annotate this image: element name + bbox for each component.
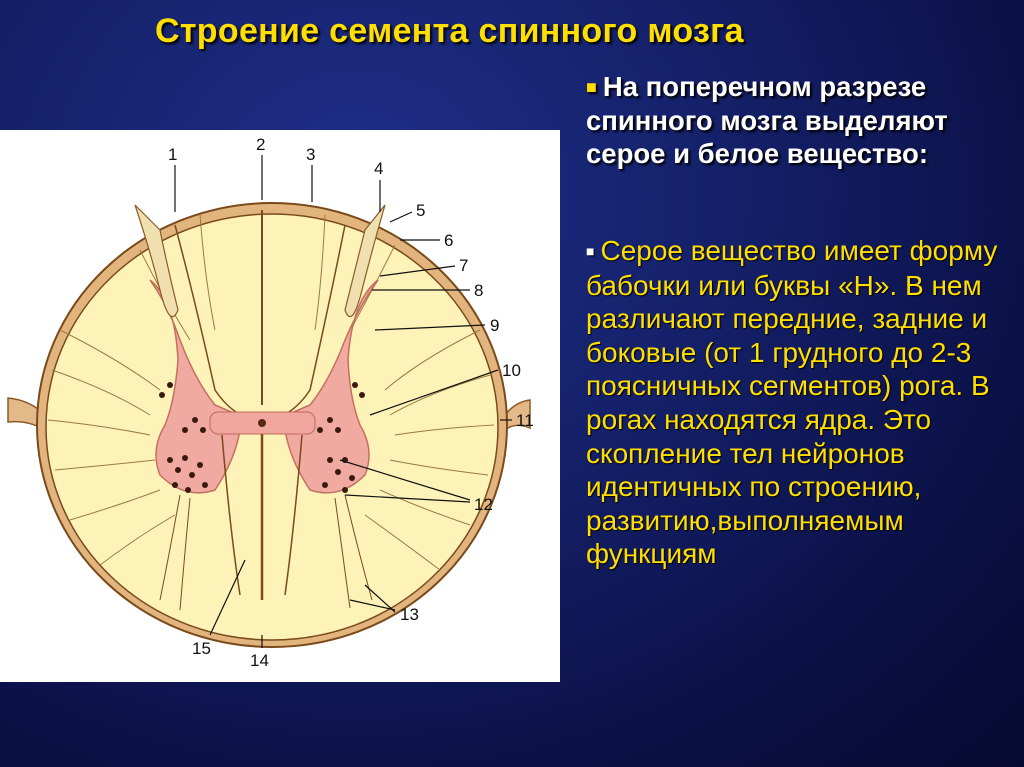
central-canal xyxy=(258,419,266,427)
right-dorsal-root xyxy=(344,204,386,318)
label-4: 4 xyxy=(374,159,383,178)
label-15: 15 xyxy=(192,639,211,658)
label-2: 2 xyxy=(256,135,265,154)
label-8: 8 xyxy=(474,281,483,300)
bullet-icon: ■ xyxy=(586,77,597,97)
sub-bullet-icon: ■ xyxy=(586,243,595,259)
label-13: 13 xyxy=(400,605,419,624)
lead-paragraph: ■На поперечном разрезе спинного мозга вы… xyxy=(586,70,1006,170)
label-7: 7 xyxy=(459,256,468,275)
leader-lines xyxy=(174,155,512,648)
right-ligament xyxy=(504,399,531,432)
spinal-cord-diagram: 1 2 3 4 5 6 7 8 9 10 11 12 13 14 15 xyxy=(0,130,560,682)
label-9: 9 xyxy=(490,316,499,335)
label-11: 11 xyxy=(516,411,534,430)
label-6: 6 xyxy=(444,231,453,250)
label-3: 3 xyxy=(306,145,315,164)
body-text: Серое вещество имеет форму бабочки или б… xyxy=(586,235,998,570)
left-dorsal-root xyxy=(134,204,179,318)
slide-title: Строение семента спинного мозга xyxy=(155,12,744,50)
label-12: 12 xyxy=(474,495,493,514)
label-5: 5 xyxy=(416,201,425,220)
nuclei-dots xyxy=(159,382,365,493)
body-paragraph: ■Серое вещество имеет форму бабочки или … xyxy=(586,234,1011,571)
spinal-cord-cross-section-illustration: 1 2 3 4 5 6 7 8 9 10 11 12 13 14 15 xyxy=(7,135,534,670)
lead-text: На поперечном разрезе спинного мозга выд… xyxy=(586,71,948,169)
label-14: 14 xyxy=(250,651,269,670)
label-10: 10 xyxy=(502,361,521,380)
ventral-root-fibers xyxy=(159,494,373,611)
label-1: 1 xyxy=(168,145,177,164)
